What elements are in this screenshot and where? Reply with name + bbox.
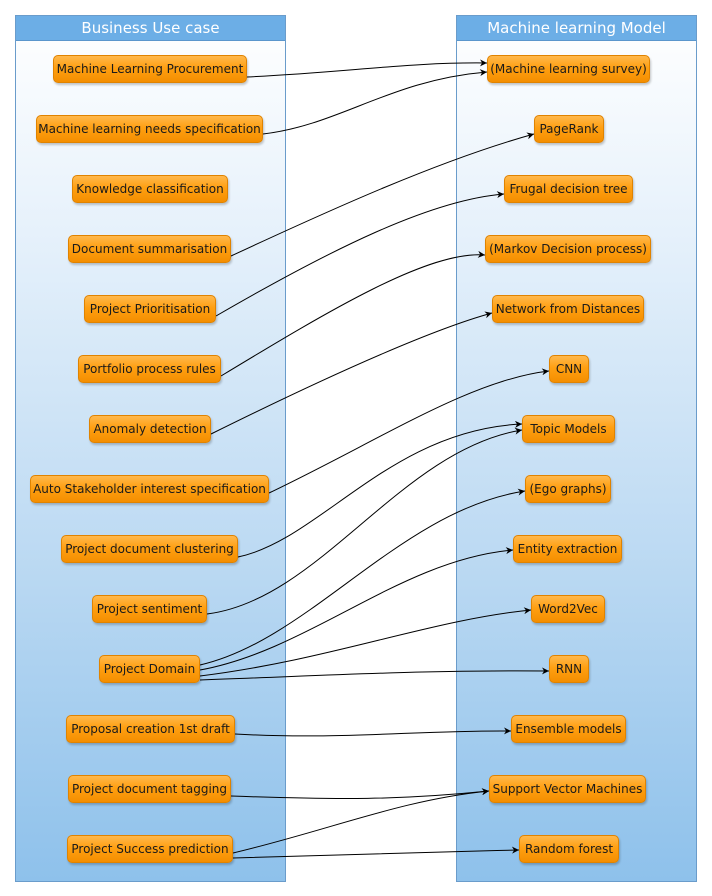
node-project-prioritisation[interactable]: Project Prioritisation (84, 295, 216, 323)
swimlane-business-use-case: Business Use case (15, 15, 286, 882)
node-ego-graphs[interactable]: (Ego graphs) (525, 475, 611, 503)
node-knowledge-classification[interactable]: Knowledge classification (72, 175, 228, 203)
node-ensemble-models[interactable]: Ensemble models (511, 715, 626, 743)
node-project-sentiment[interactable]: Project sentiment (92, 595, 207, 623)
node-markov-decision-process[interactable]: (Markov Decision process) (485, 235, 651, 263)
node-machine-learning-procurement[interactable]: Machine Learning Procurement (53, 55, 247, 83)
node-document-summarisation[interactable]: Document summarisation (68, 235, 231, 263)
node-machine-learning-survey[interactable]: (Machine learning survey) (487, 55, 650, 83)
node-support-vector-machines[interactable]: Support Vector Machines (489, 775, 646, 803)
node-random-forest[interactable]: Random forest (519, 835, 619, 863)
node-cnn[interactable]: CNN (549, 355, 589, 383)
node-project-document-clustering[interactable]: Project document clustering (61, 535, 238, 563)
node-topic-models[interactable]: Topic Models (522, 415, 615, 443)
node-portfolio-process-rules[interactable]: Portfolio process rules (78, 355, 221, 383)
node-network-from-distances[interactable]: Network from Distances (492, 295, 644, 323)
node-proposal-creation-1st-draft[interactable]: Proposal creation 1st draft (66, 715, 235, 743)
node-project-domain[interactable]: Project Domain (99, 655, 200, 683)
lane-title-business-use-case: Business Use case (16, 16, 285, 41)
swimlane-machine-learning-model: Machine learning Model (456, 15, 697, 882)
lane-title-machine-learning-model: Machine learning Model (457, 16, 696, 41)
node-auto-stakeholder-interest-specification[interactable]: Auto Stakeholder interest specification (30, 475, 269, 503)
node-pagerank[interactable]: PageRank (534, 115, 604, 143)
node-project-document-tagging[interactable]: Project document tagging (68, 775, 231, 803)
node-anomaly-detection[interactable]: Anomaly detection (89, 415, 211, 443)
node-entity-extraction[interactable]: Entity extraction (513, 535, 622, 563)
node-project-success-prediction[interactable]: Project Success prediction (67, 835, 233, 863)
node-ml-needs-specification[interactable]: Machine learning needs specification (36, 115, 263, 143)
node-word2vec[interactable]: Word2Vec (531, 595, 605, 623)
node-frugal-decision-tree[interactable]: Frugal decision tree (504, 175, 633, 203)
edge-ml-needs-to-ml-survey (262, 69, 488, 135)
node-rnn[interactable]: RNN (549, 655, 589, 683)
